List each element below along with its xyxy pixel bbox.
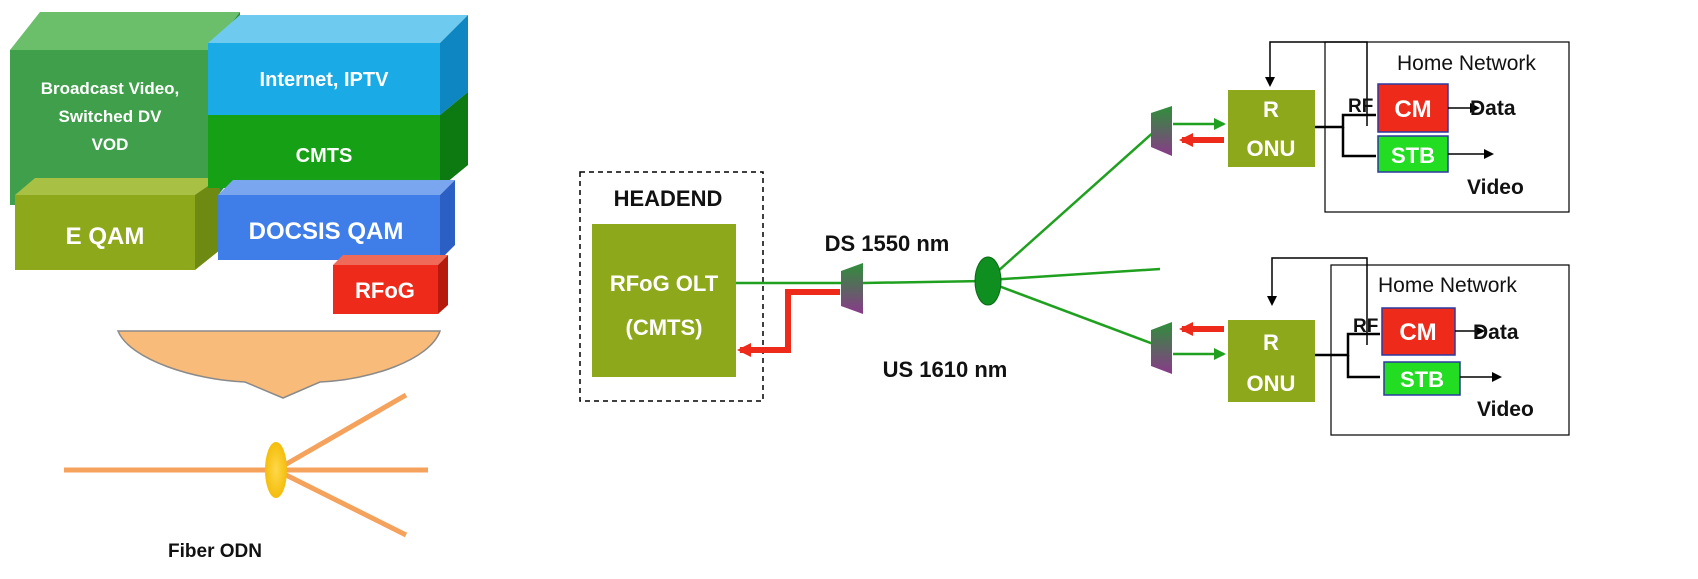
broadcast-line-1: Broadcast Video, [41,79,180,98]
control-loop-2 [1267,257,1368,345]
onu-2-line-2: ONU [1247,371,1296,396]
us-wavelength-label: US 1610 nm [883,357,1008,382]
data-label-1: Data [1470,97,1516,120]
headend-title: HEADEND [614,186,723,211]
cmts-block: CMTS [208,92,468,188]
broadcast-video-block: Broadcast Video, Switched DV VOD [10,12,240,205]
rf-label-2: RF [1353,316,1378,337]
rf-wire-stb-2 [1346,355,1380,379]
trunk-fiber [862,279,986,285]
onu-wdm-1 [1151,106,1172,156]
onu-2-line-1: R [1263,330,1279,355]
headend: HEADEND RFoG OLT (CMTS) [579,171,764,402]
cmts-label: CMTS [296,145,353,167]
data-label-2: Data [1473,321,1519,344]
rf-wire-cm-1 [1315,113,1376,129]
rfog-label: RFoG [355,278,415,303]
odn-splitter-node [265,442,287,498]
r-onu-box-1 [1228,90,1315,167]
splitter-node [974,256,1002,306]
home-unit-1: R ONU Home Network RF CM STB Data Video [1151,41,1570,213]
funnel-arrow [116,330,442,399]
ds-wavelength-label: DS 1550 nm [825,231,950,256]
stb-label-2: STB [1400,367,1444,392]
docsis-qam-label: DOCSIS QAM [249,218,404,245]
rf-wire-stb-1 [1341,127,1376,158]
onu-wdm-2 [1151,322,1172,374]
docsis-qam-block: DOCSIS QAM [218,180,455,260]
rf-wire-cm-2 [1315,332,1380,357]
broadcast-line-2: Switched DV [59,107,163,126]
olt-label-line-1: RFoG OLT [610,271,719,296]
home-unit-2: R ONU Home Network RF CM STB Data Video [1151,257,1570,436]
onu-1-line-1: R [1263,97,1279,122]
cm-label-1: CM [1394,96,1431,123]
video-label-2: Video [1477,398,1534,421]
broadcast-line-3: VOD [92,135,129,154]
headend-wdm [841,263,863,314]
rf-label-1: RF [1348,96,1373,117]
r-onu-box-2 [1228,320,1315,402]
cm-label-2: CM [1399,319,1436,346]
olt-label-line-2: (CMTS) [626,315,703,340]
eqam-label: E QAM [66,223,145,250]
fiber-odn: Fiber ODN [64,392,428,562]
onu-1-line-2: ONU [1247,136,1296,161]
internet-iptv-block: Internet, IPTV [208,15,468,115]
fiber-odn-label: Fiber ODN [168,541,262,562]
headend-box [579,171,764,402]
rfog-block: RFoG [333,255,448,314]
stb-box-2 [1383,361,1461,396]
branch-fiber-bottom [987,280,1157,347]
cm-box-2 [1381,307,1456,356]
control-loop-1 [1265,41,1368,126]
branch-fiber-top [987,129,1157,281]
rfog-olt-box [592,224,736,377]
service-stack: Broadcast Video, Switched DV VOD E QAM I… [10,12,468,562]
home-network-box-2 [1330,264,1570,436]
branch-fiber-middle [987,267,1161,282]
home-network-label-1: Home Network [1397,52,1536,75]
upstream-return-arrow [737,289,840,357]
eqam-block: E QAM [15,178,220,270]
stb-label-1: STB [1391,143,1435,168]
cm-box-1 [1377,83,1449,133]
video-label-1: Video [1467,176,1524,199]
home-network-label-2: Home Network [1378,274,1517,297]
internet-iptv-label: Internet, IPTV [260,69,390,91]
